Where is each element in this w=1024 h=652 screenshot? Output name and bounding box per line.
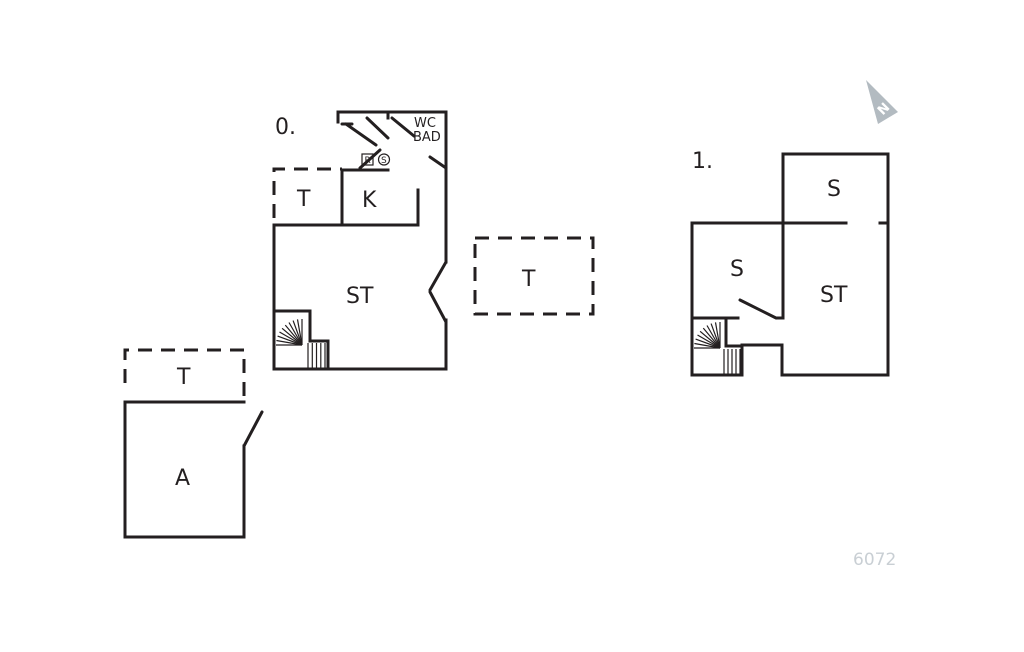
- room-s-top-label: S: [827, 177, 841, 202]
- room-wc-label: WC: [414, 116, 436, 131]
- stair-tread: [277, 335, 303, 346]
- plan-code: 6072: [853, 550, 896, 570]
- stair-tread: [288, 322, 303, 346]
- floor-1-label: 1.: [692, 149, 713, 174]
- floor-0-label: 0.: [275, 115, 296, 140]
- stair-treads: [694, 322, 741, 374]
- terrace-right-outline: [473, 236, 595, 316]
- stair-treads: [276, 319, 326, 368]
- fixture-s-circle: [377, 153, 391, 166]
- terrace-small-outline: [272, 167, 342, 218]
- stair-tread: [694, 342, 721, 349]
- room-bad-label: BAD: [413, 130, 441, 145]
- stair-tread: [281, 327, 303, 346]
- room-s-left-label: S: [730, 257, 744, 282]
- annex: T A: [123, 348, 264, 539]
- fixture-s-label: S: [381, 156, 387, 166]
- room-st-floor-1-label: ST: [820, 283, 848, 308]
- compass-icon: N: [866, 80, 898, 124]
- stair-tread: [292, 320, 303, 346]
- floor-1-walls: [690, 152, 890, 377]
- floor-0: 0. R S: [123, 110, 595, 539]
- room-t-terrace-label: T: [521, 267, 536, 292]
- stair-tread: [706, 325, 721, 349]
- stair-tread: [714, 322, 721, 349]
- floor-0-walls: [272, 110, 448, 371]
- staircase-floor-0: [272, 309, 330, 371]
- room-k-label: K: [362, 188, 377, 213]
- stair-tread: [695, 338, 721, 349]
- door-floor-1: [738, 298, 778, 320]
- stair-tread: [697, 334, 721, 349]
- floor-1: 1. S S ST: [690, 149, 890, 377]
- room-st-label: ST: [346, 284, 374, 309]
- stair-tread: [279, 331, 303, 346]
- staircase-floor-1: [694, 316, 744, 377]
- stair-tread: [284, 324, 303, 346]
- room-t-annex-label: T: [176, 365, 191, 390]
- room-t-small-label: T: [296, 187, 311, 212]
- stair-tread: [699, 330, 721, 349]
- fixture-r-label: R: [365, 156, 371, 166]
- fixtures: R S: [361, 153, 391, 166]
- fixture-r-box: [361, 153, 374, 166]
- stair-tread: [702, 327, 721, 349]
- stair-tread: [276, 339, 303, 346]
- stair-tread: [296, 319, 303, 346]
- stair-tread: [710, 323, 721, 349]
- room-a-label: A: [175, 466, 190, 491]
